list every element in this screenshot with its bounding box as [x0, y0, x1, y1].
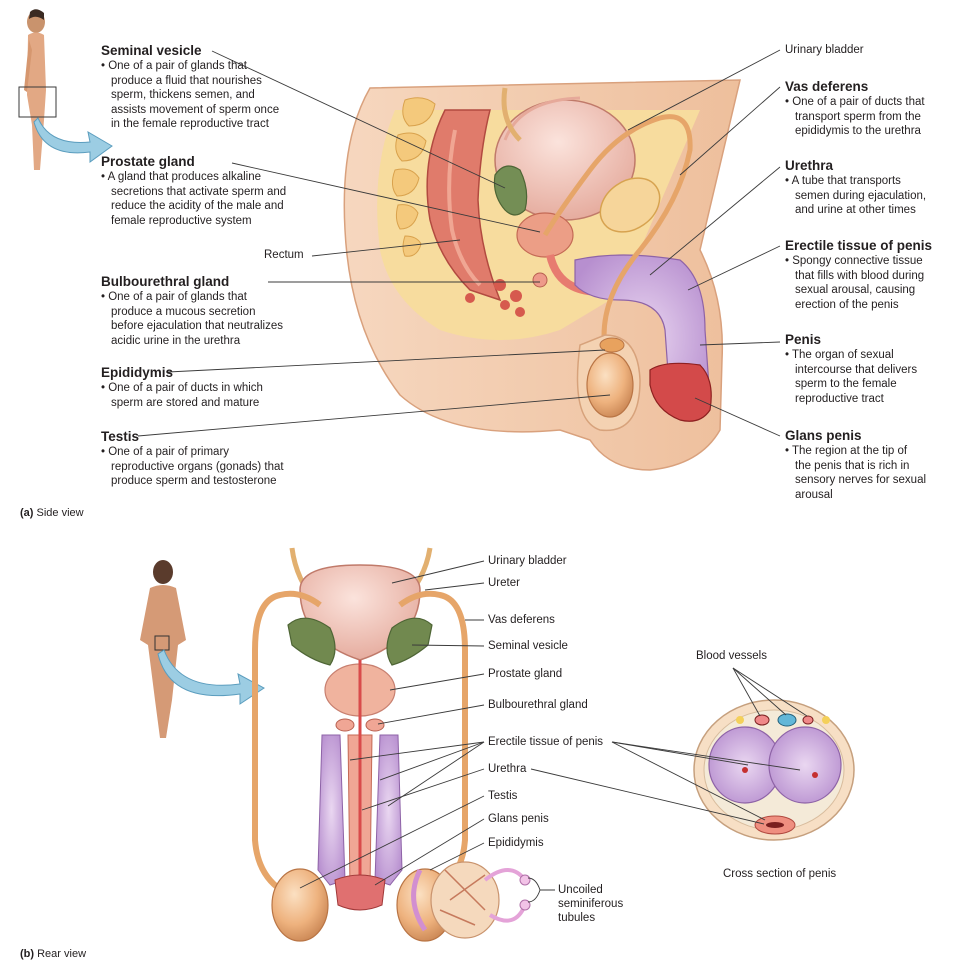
side-leader-lines — [137, 49, 781, 437]
rear-label-glans-penis: Glans penis — [488, 813, 549, 825]
rear-label-urinary-bladder: Urinary bladder — [488, 555, 567, 567]
rear-label-erectile-tissue: Erectile tissue of penis — [488, 736, 604, 748]
rear-label-urethra: Urethra — [488, 763, 527, 775]
side-zoom-arrow — [33, 117, 113, 163]
rear-zoom-arrow — [157, 649, 265, 705]
rear-anatomy — [252, 547, 531, 942]
label-urethra: Urethra • A tube that transports semen d… — [785, 158, 927, 216]
label-urinary-bladder: Urinary bladder — [785, 44, 864, 56]
rear-leader-lines — [299, 560, 808, 903]
caption-rear-view: (b) Rear view — [20, 948, 87, 960]
label-epididymis: Epididymis • One of a pair of ducts in w… — [101, 365, 263, 409]
label-rectum: Rectum — [264, 249, 304, 261]
rear-label-vas-deferens: Vas deferens — [488, 614, 555, 626]
rear-label-ureter: Ureter — [488, 577, 520, 589]
label-bulbourethral-gland: Bulbourethral gland • One of a pair of g… — [101, 274, 283, 347]
label-prostate-gland: Prostate gland • A gland that produces a… — [101, 154, 287, 227]
label-testis: Testis • One of a pair of primary reprod… — [101, 429, 284, 487]
label-vas-deferens: Vas deferens • One of a pair of ducts th… — [785, 79, 925, 137]
label-penis: Penis • The organ of sexual intercourse … — [785, 332, 918, 405]
caption-cross-section: Cross section of penis — [723, 868, 837, 880]
rear-label-epididymis: Epididymis — [488, 837, 544, 849]
rear-label-seminal-vesicle: Seminal vesicle — [488, 640, 568, 652]
rear-label-prostate-gland: Prostate gland — [488, 668, 563, 680]
rear-figure-icon — [140, 560, 186, 738]
side-anatomy — [343, 79, 741, 471]
label-erectile-tissue: Erectile tissue of penis • Spongy connec… — [785, 238, 933, 311]
label-blood-vessels: Blood vessels — [696, 650, 767, 662]
rear-label-uncoiled-tubules: Uncoiled seminiferous tubules — [558, 884, 624, 924]
caption-side-view: (a) Side view — [20, 507, 84, 519]
rear-label-testis: Testis — [488, 790, 518, 802]
label-glans-penis: Glans penis • The region at the tip of t… — [785, 428, 927, 501]
penis-cross-section — [693, 699, 855, 841]
label-seminal-vesicle: Seminal vesicle • One of a pair of gland… — [101, 43, 280, 130]
rear-label-bulbourethral-gland: Bulbourethral gland — [488, 699, 588, 711]
